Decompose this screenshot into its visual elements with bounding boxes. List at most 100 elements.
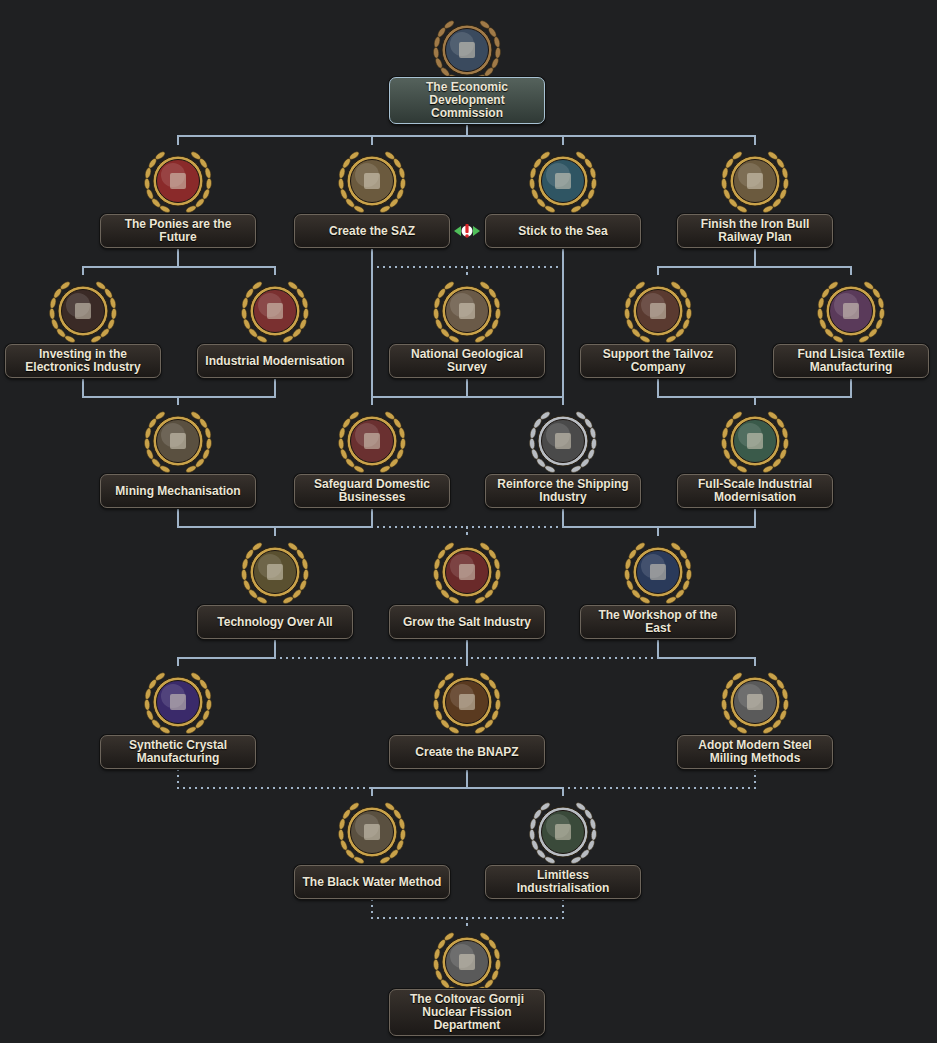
focus-label-box: The Workshop of the East <box>580 605 736 639</box>
laurel-leaf <box>145 448 154 460</box>
laurel-leaf <box>201 448 210 460</box>
icon-glyph <box>267 564 283 580</box>
prerequisite-line <box>372 769 755 796</box>
laurel-leaf <box>301 558 309 570</box>
laurel-leaf <box>721 688 729 700</box>
exclusion-dot <box>462 226 473 237</box>
icon-glyph <box>170 173 186 189</box>
focus-node: Create the SAZ <box>292 145 452 248</box>
focus-title: Investing in the Electronics Industry <box>13 348 153 374</box>
prerequisite-line <box>372 508 467 536</box>
laurel-leaf <box>529 167 537 179</box>
laurel-leaf <box>50 318 59 330</box>
focus-node: Fund Lisica Textile Manufacturing <box>771 275 931 378</box>
laurel-leaf <box>443 541 455 552</box>
laurel-leaf <box>434 318 443 330</box>
laurel-leaf <box>400 438 406 449</box>
icon-glyph <box>555 173 571 189</box>
laurel-leaf <box>433 308 439 319</box>
icon-glyph <box>170 433 186 449</box>
laurel-leaf <box>49 297 57 309</box>
laurel-leaf <box>287 541 299 552</box>
laurel-leaf <box>721 699 727 710</box>
laurel-leaf <box>493 948 501 960</box>
focus-node: Technology Over All <box>195 536 355 639</box>
icon-frame <box>153 677 203 727</box>
exclusion-mark <box>465 224 468 233</box>
laurel-leaf <box>781 427 789 439</box>
laurel-leaf <box>398 818 406 830</box>
prerequisite-line <box>178 769 372 796</box>
laurel-leaf <box>721 178 727 189</box>
laurel-leaf <box>109 297 117 309</box>
laurel-leaf <box>827 280 839 291</box>
prerequisite-line <box>178 378 275 405</box>
laurel-leaf <box>348 801 360 812</box>
icon-glyph <box>555 824 571 840</box>
prerequisite-line <box>467 769 563 796</box>
laurel-leaf <box>338 818 346 830</box>
icon-frame <box>538 156 588 206</box>
laurel-leaf <box>624 558 632 570</box>
focus-icon <box>431 14 503 86</box>
laurel-leaf <box>818 318 827 330</box>
laurel-leaf <box>490 57 499 69</box>
laurel-leaf <box>434 579 443 591</box>
laurel-leaf <box>529 178 535 189</box>
icon-disc <box>542 420 585 463</box>
icon-frame <box>826 286 876 336</box>
focus-node: Full-Scale Industrial Modernisation <box>675 405 835 508</box>
laurel-leaf <box>767 671 779 682</box>
laurel-leaf <box>879 308 885 319</box>
icon-frame <box>442 286 492 336</box>
prerequisite-line <box>372 378 467 405</box>
laurel-leaf <box>301 297 309 309</box>
icon-glyph <box>364 433 380 449</box>
laurel-leaf <box>767 150 779 161</box>
laurel-leaf <box>479 671 491 682</box>
laurel-leaf <box>529 438 535 449</box>
laurel-leaf <box>721 427 729 439</box>
laurel-leaf <box>95 280 107 291</box>
prerequisite-line <box>83 248 178 275</box>
laurel-leaf <box>493 297 501 309</box>
laurel-leaf <box>241 558 249 570</box>
focus-node: Safeguard Domestic Businesses <box>292 405 452 508</box>
icon-glyph <box>747 433 763 449</box>
prerequisite-line <box>372 124 467 146</box>
laurel-leaf <box>145 709 154 721</box>
laurel-leaf <box>298 318 307 330</box>
laurel-leaf <box>190 410 202 421</box>
focus-node: Reinforce the Shipping Industry <box>483 405 643 508</box>
laurel-leaf <box>434 709 443 721</box>
focus-label-box: Adopt Modern Steel Milling Methods <box>677 735 833 769</box>
laurel-leaf <box>575 410 587 421</box>
icon-disc <box>637 551 680 594</box>
icon-frame <box>730 156 780 206</box>
icon-frame <box>442 677 492 727</box>
icon-frame <box>538 416 588 466</box>
laurel-leaf <box>767 410 779 421</box>
laurel-leaf <box>495 699 501 710</box>
focus-icon <box>431 666 503 738</box>
focus-title: The Ponies are the Future <box>108 218 248 244</box>
laurel-leaf <box>339 448 348 460</box>
icon-glyph <box>459 303 475 319</box>
laurel-leaf <box>778 188 787 200</box>
focus-label-box: Safeguard Domestic Businesses <box>294 474 450 508</box>
focus-icon <box>336 405 408 477</box>
icon-glyph <box>650 564 666 580</box>
laurel-leaf <box>434 57 443 69</box>
focus-label-box: The Economic Development Commission <box>389 77 545 124</box>
icon-disc <box>157 681 200 724</box>
laurel-leaf <box>433 699 439 710</box>
laurel-leaf <box>206 438 212 449</box>
focus-label-box: Stick to the Sea <box>485 214 641 248</box>
laurel-leaf <box>670 541 682 552</box>
prerequisite-line <box>563 508 658 536</box>
focus-node: Create the BNAPZ <box>387 666 547 769</box>
focus-icon <box>719 405 791 477</box>
laurel-leaf <box>241 297 249 309</box>
